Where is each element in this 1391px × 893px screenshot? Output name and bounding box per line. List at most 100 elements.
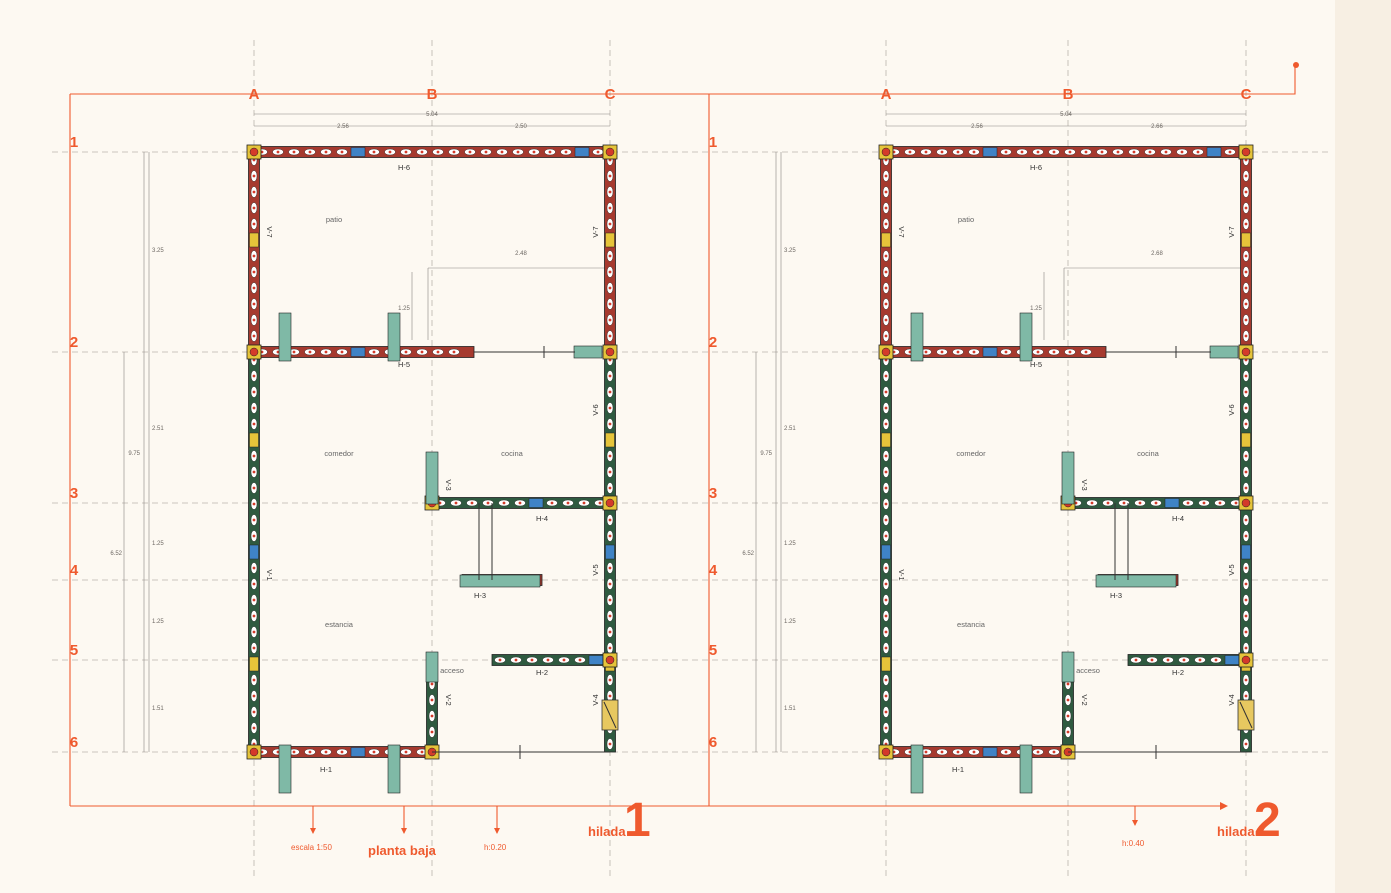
wall-block-rebar: [884, 190, 888, 194]
wall-block-rebar: [324, 750, 328, 754]
room-label-cocina: cocina: [1137, 449, 1160, 458]
wall-block-rebar: [1182, 658, 1186, 662]
wall-block-rebar: [1084, 150, 1088, 154]
wall-block: [588, 655, 604, 665]
dim-inner-width: 2.68: [1151, 251, 1163, 257]
note-leader-arrow: [1132, 820, 1138, 826]
block-wall: [880, 151, 892, 353]
wall-block-rebar: [608, 678, 612, 682]
wall-label-v-1: V-1: [265, 569, 274, 580]
row-label-4: 4: [709, 562, 718, 579]
wall-label-h-3: H-3: [474, 591, 486, 600]
wall-block-rebar: [884, 486, 888, 490]
wall-block-rebar: [608, 406, 612, 410]
wall-block: [982, 347, 998, 357]
wall-block-rebar: [1052, 150, 1056, 154]
wall-block-rebar: [430, 730, 434, 734]
wall-block-rebar: [516, 150, 520, 154]
dim-seg-5-6: 1.51: [152, 706, 164, 712]
wall-block-rebar: [292, 750, 296, 754]
foundation-pad: [387, 744, 401, 794]
foundation-pad: [910, 312, 924, 362]
wall-block-rebar: [608, 190, 612, 194]
wall-block-rebar: [1244, 614, 1248, 618]
wall-block-rebar: [884, 582, 888, 586]
wall-block-rebar: [252, 406, 256, 410]
wall-block-rebar: [924, 150, 928, 154]
wall-block-rebar: [884, 206, 888, 210]
row-label-2: 2: [70, 334, 78, 351]
wall-block-rebar: [956, 150, 960, 154]
dim-top-right: 2.66: [1151, 124, 1163, 130]
wall-block-rebar: [608, 470, 612, 474]
wall-block-rebar: [292, 150, 296, 154]
wall-block-rebar: [252, 694, 256, 698]
wall-block-rebar: [1154, 501, 1158, 505]
dim-seg-5-6: 1.51: [784, 706, 796, 712]
wall-block-rebar: [1066, 730, 1070, 734]
wall-block-rebar: [252, 222, 256, 226]
wall-block: [1206, 147, 1222, 157]
foundation-pad: [573, 345, 603, 359]
wall-block-rebar: [1134, 658, 1138, 662]
foundation-pad: [387, 312, 401, 362]
height-note-2: h:0.40: [1122, 839, 1145, 848]
room-label-comedor: comedor: [956, 449, 986, 458]
foundation-pad: [425, 451, 439, 505]
row-label-4: 4: [70, 562, 79, 579]
wall-block-rebar: [608, 742, 612, 746]
wall-block-rebar: [1244, 422, 1248, 426]
paper-edge-strip: [1335, 0, 1391, 893]
wall-block: [1241, 432, 1251, 448]
foundation-pad: [1061, 651, 1075, 683]
foundation-pad: [425, 651, 439, 683]
wall-block-rebar: [884, 710, 888, 714]
dim-seg-3-4: 1.25: [784, 541, 796, 547]
wall-block-rebar: [564, 150, 568, 154]
wall-block-rebar: [1244, 646, 1248, 650]
wall-block: [982, 147, 998, 157]
room-label-estancia: estancia: [957, 620, 986, 629]
wall-block-rebar: [514, 658, 518, 662]
wall-block-rebar: [924, 750, 928, 754]
level-title: planta baja: [368, 843, 437, 858]
hilada-label-2: hilada: [1217, 824, 1255, 839]
wall-block-rebar: [252, 374, 256, 378]
wall-label-h-6: H-6: [1030, 163, 1042, 172]
dim-seg-2-3: 2.51: [152, 426, 164, 432]
wall-block-rebar: [608, 318, 612, 322]
foundation-pad: [910, 744, 924, 794]
foundation-pad: [278, 744, 292, 794]
wall-block-rebar: [884, 254, 888, 258]
corner-rebar: [1241, 655, 1251, 665]
wall-block-rebar: [956, 750, 960, 754]
wall-label-v-7: V-7: [1227, 226, 1236, 237]
block-wall: [604, 351, 616, 753]
wall-block-rebar: [608, 390, 612, 394]
wall-block-rebar: [1244, 222, 1248, 226]
wall-block-rebar: [1100, 150, 1104, 154]
wall-block: [881, 544, 891, 560]
wall-block-rebar: [1068, 350, 1072, 354]
wall-block-rebar: [1180, 150, 1184, 154]
wall-block-rebar: [404, 350, 408, 354]
notes-layer: escala 1:50 planta baja h:0.20 h:0.40 hi…: [291, 794, 1281, 858]
wall-block-rebar: [388, 150, 392, 154]
foundation-pad: [1061, 451, 1075, 505]
wall-block-rebar: [582, 501, 586, 505]
wall-block-rebar: [470, 501, 474, 505]
wall-block-rebar: [1244, 406, 1248, 410]
dim-lower-total: 6.52: [110, 551, 122, 557]
wall-label-v-6: V-6: [1227, 404, 1236, 415]
wall-block: [1224, 655, 1240, 665]
wall-block-rebar: [1244, 534, 1248, 538]
wall-block-rebar: [598, 501, 602, 505]
wall-block-rebar: [884, 726, 888, 730]
corner-rebar: [1241, 498, 1251, 508]
column-label-c: C: [605, 86, 616, 103]
wall-block-rebar: [608, 566, 612, 570]
row-label-5: 5: [70, 642, 78, 659]
dim-seg-2-3: 2.51: [784, 426, 796, 432]
